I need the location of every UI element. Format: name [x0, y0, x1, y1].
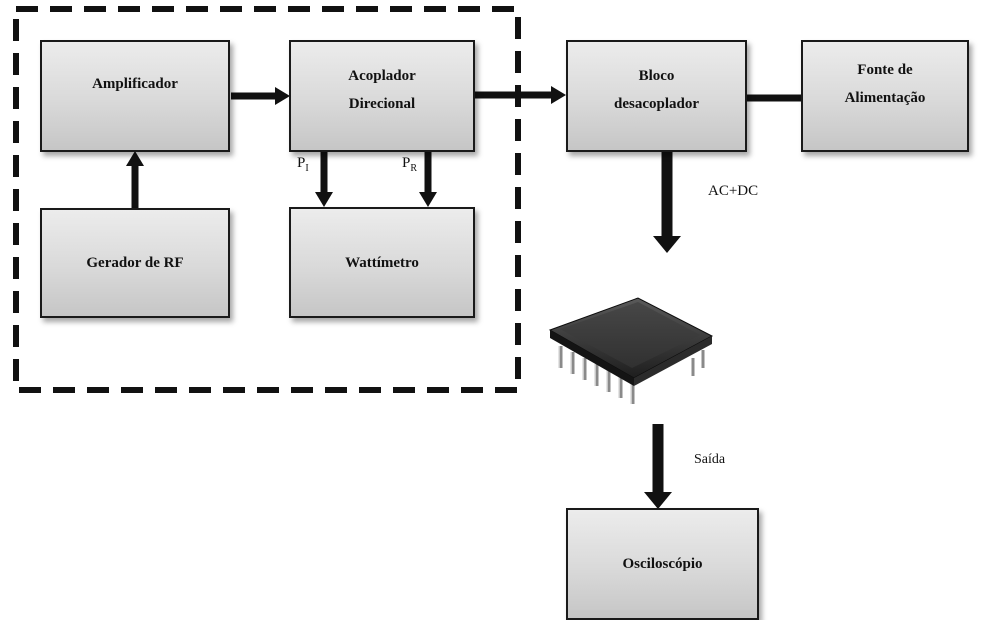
- pr-label: PR: [402, 155, 418, 174]
- pi-letter: P: [297, 155, 306, 171]
- amplificador-label: Amplificador: [92, 76, 178, 92]
- wattimetro-label: Wattímetro: [345, 254, 419, 271]
- microchip-icon: [548, 297, 714, 404]
- fonte-alimentacao-label: Fonte de Alimentação: [844, 62, 926, 106]
- wattimetro-block: Wattímetro: [289, 207, 475, 318]
- acdc-label: AC+DC: [708, 183, 759, 199]
- arrow-head-right: [275, 87, 290, 105]
- acoplador-direcional-label: Acoplador Direcional: [348, 68, 416, 112]
- arrow-head-right: [551, 86, 566, 104]
- acoplador-direcional-block: Acoplador Direcional: [289, 40, 475, 152]
- arrow-head-down: [653, 236, 681, 253]
- pi-subscript: I: [305, 163, 309, 174]
- pi-label: PI: [297, 155, 309, 174]
- arrow-head-up: [126, 151, 144, 166]
- osciloscopio-label: Osciloscópio: [622, 556, 703, 572]
- fonte-alimentacao-block: Fonte de Alimentação: [801, 40, 969, 152]
- osciloscopio-block: Osciloscópio: [566, 508, 759, 620]
- pr-subscript: R: [410, 163, 418, 174]
- dashed-boundary: [13, 6, 521, 393]
- saida-label: Saída: [694, 452, 726, 467]
- pr-letter: P: [402, 155, 411, 171]
- arrow-head-down: [315, 192, 333, 207]
- bloco-desacoplador-block: Bloco desacoplador: [566, 40, 747, 152]
- gerador-rf-block: Gerador de RF: [40, 208, 230, 318]
- arrow-head-down: [644, 492, 672, 509]
- amplificador-block: Amplificador: [40, 40, 230, 152]
- bloco-desacoplador-label: Bloco desacoplador: [613, 68, 699, 112]
- gerador-rf-label: Gerador de RF: [86, 255, 184, 271]
- arrow-head-down: [419, 192, 437, 207]
- connections: [126, 86, 801, 509]
